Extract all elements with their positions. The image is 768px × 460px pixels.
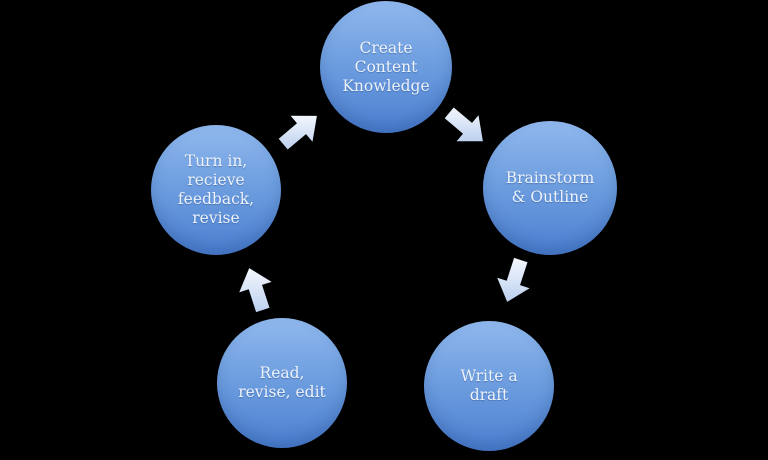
node-label-brainstorm-outline: Brainstorm & Outline (505, 169, 595, 206)
node-label-create-content-knowledge: Create Content Knowledge (342, 38, 430, 95)
cycle-node-turn-in-recieve-feedback-revise: Turn in, recieve feedback, revise (151, 125, 281, 255)
cycle-arrow-create-to-brainstorm-icon (444, 107, 483, 142)
cycle-node-brainstorm-outline: Brainstorm & Outline (483, 121, 617, 255)
cycle-arrow-brainstorm-to-draft-icon (497, 257, 530, 302)
cycle-arrow-read-to-turn-in-icon (239, 268, 272, 313)
node-label-read-revise-edit: Read, revise, edit (238, 364, 326, 401)
node-label-turn-in-recieve-feedback-revise: Turn in, recieve feedback, revise (177, 152, 255, 227)
cycle-arrow-turn-in-to-create-icon (278, 115, 317, 150)
cycle-node-create-content-knowledge: Create Content Knowledge (320, 1, 452, 133)
node-label-write-a-draft: Write a draft (460, 367, 518, 404)
cycle-node-write-a-draft: Write a draft (424, 321, 554, 451)
cycle-node-read-revise-edit: Read, revise, edit (217, 318, 347, 448)
